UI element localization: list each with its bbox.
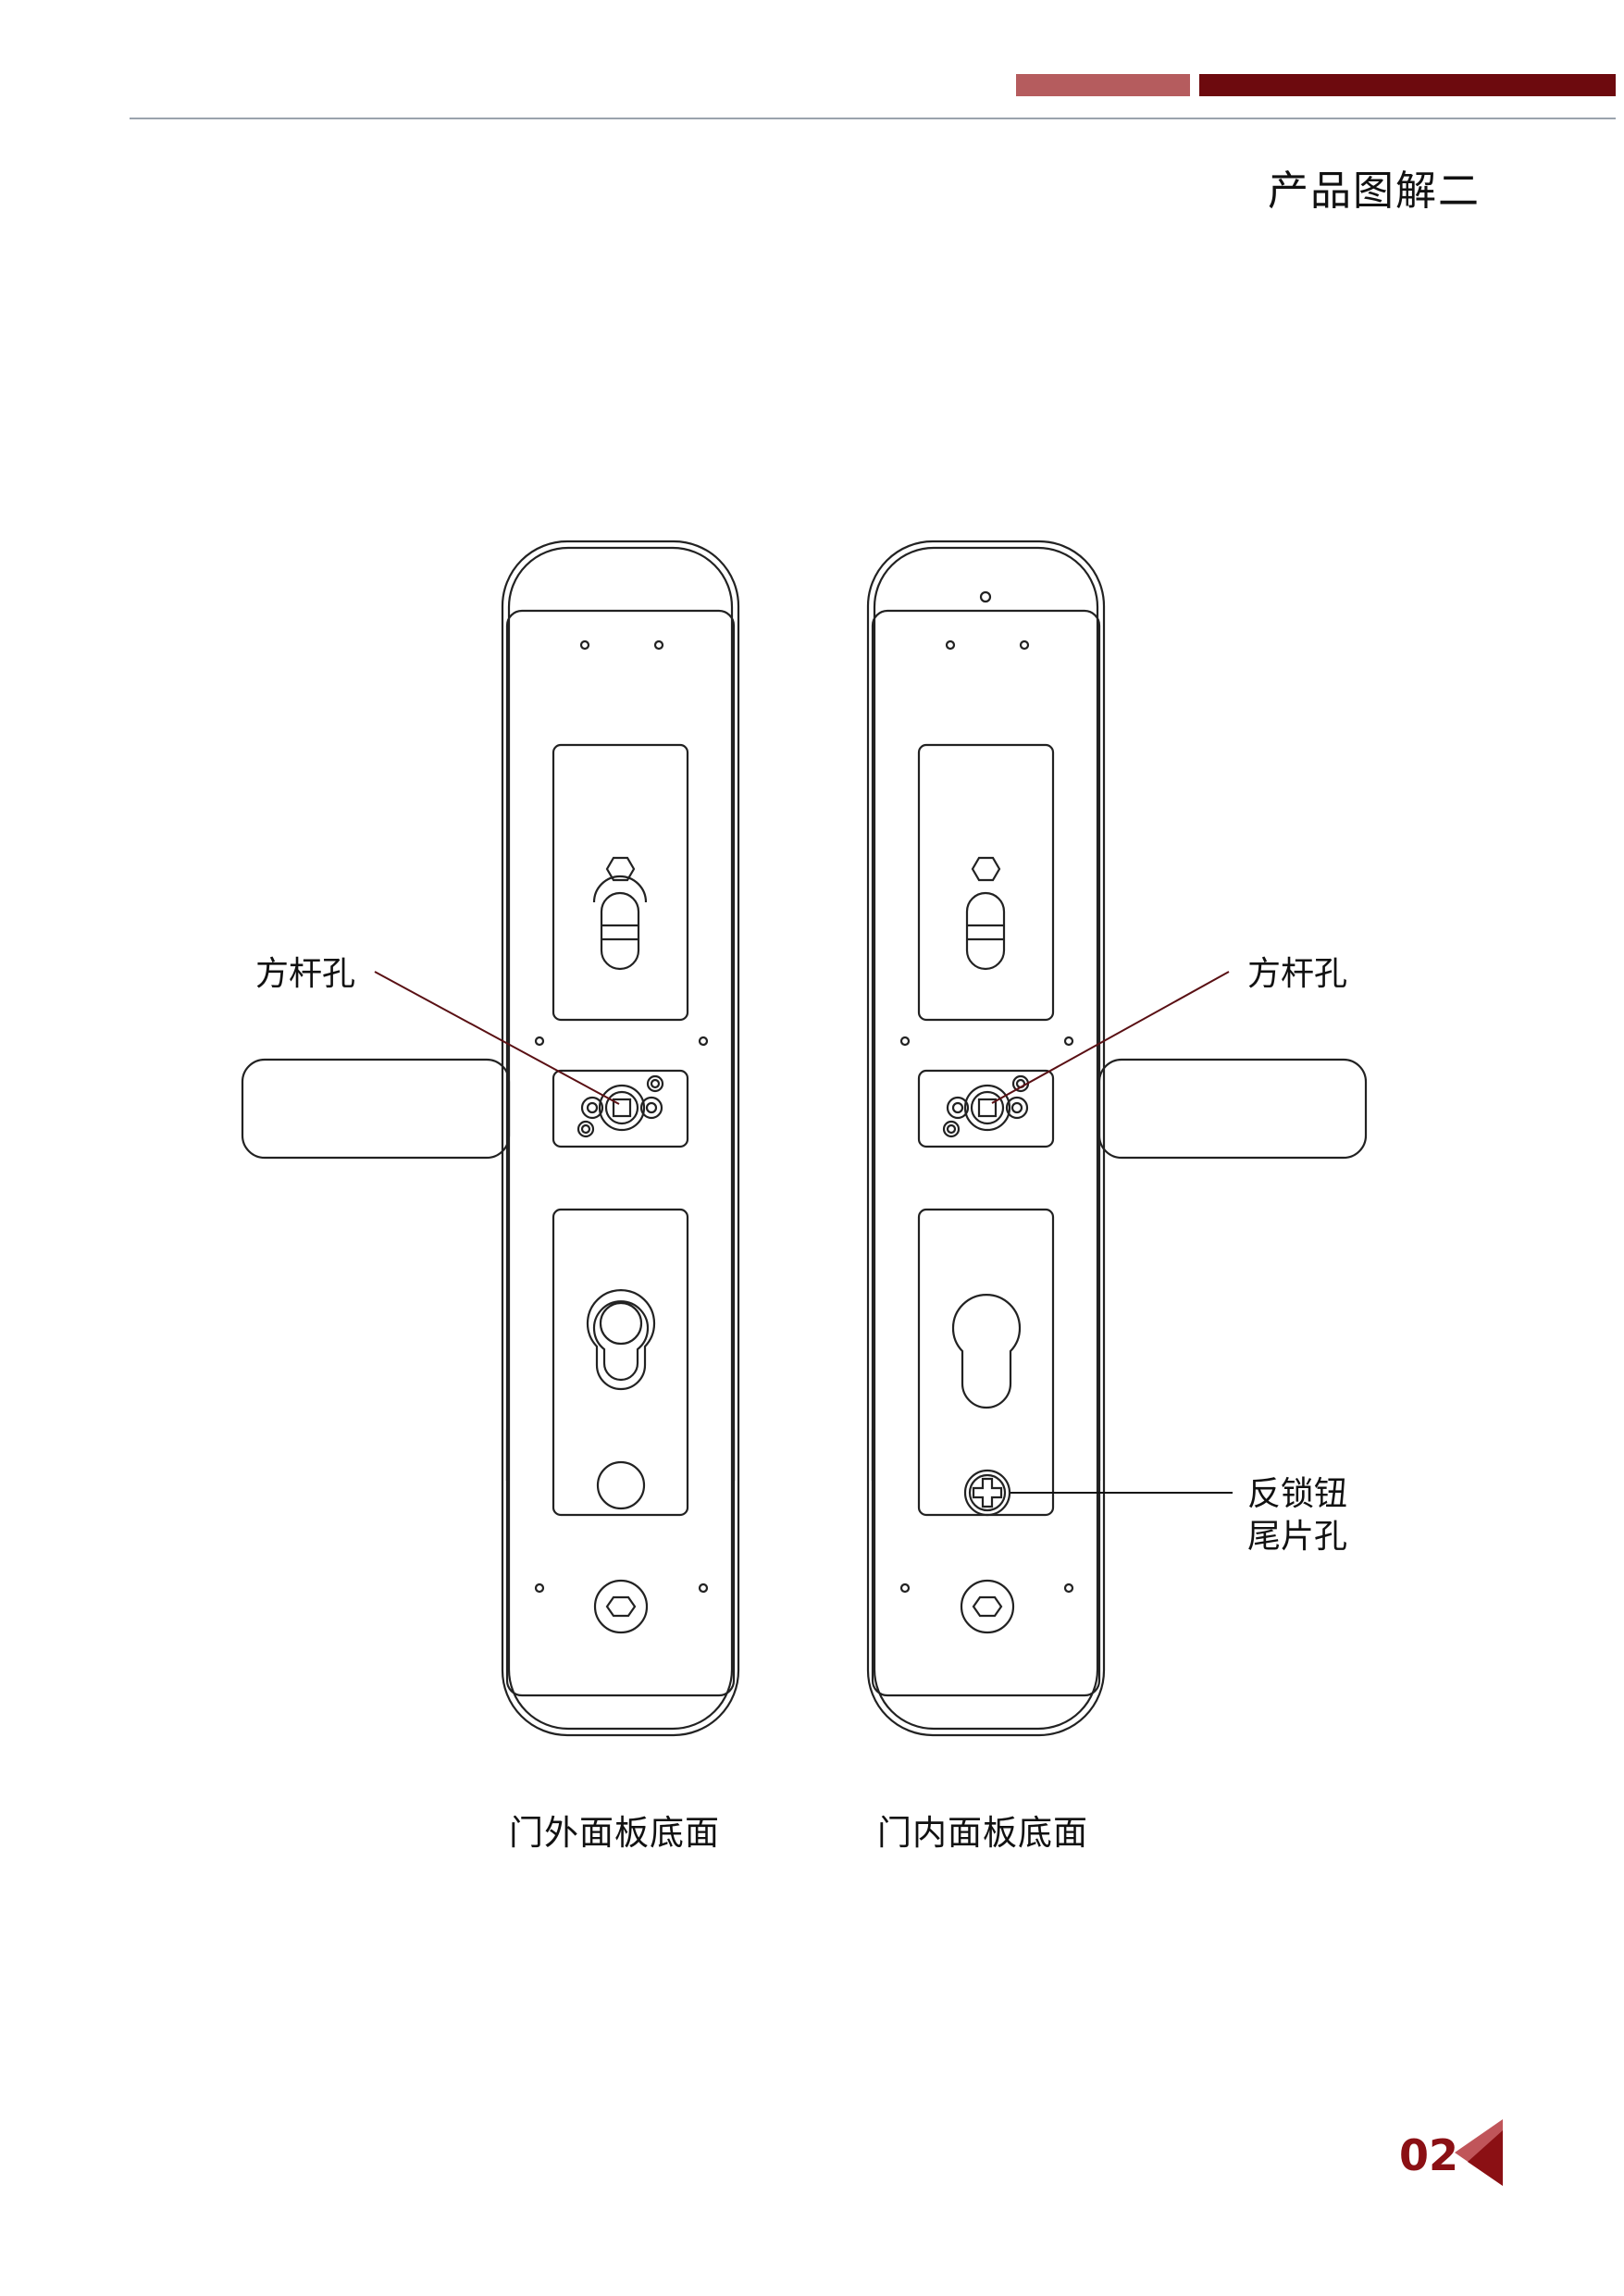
header-accent-bar-light bbox=[1016, 74, 1190, 96]
leader-line-square-hole-right bbox=[991, 971, 1230, 1104]
outer-panel-frame bbox=[501, 540, 740, 1737]
header-rule bbox=[130, 118, 1616, 119]
caption-inner-panel: 门内面板底面 bbox=[877, 1813, 1088, 1853]
page-number: 02 bbox=[1399, 2130, 1459, 2180]
outer-slot bbox=[600, 891, 640, 971]
inner-spindle-window bbox=[917, 1069, 1055, 1148]
inner-panel-frame bbox=[866, 540, 1106, 1737]
inner-cylinder-cutout bbox=[951, 1294, 1022, 1409]
inner-panel-back-plate bbox=[871, 609, 1101, 1697]
callout-leader-lines bbox=[374, 971, 1233, 1494]
outer-upper-window bbox=[552, 743, 689, 1022]
outer-hex-screw bbox=[605, 856, 636, 882]
inner-hex-screw bbox=[971, 856, 1001, 882]
label-square-hole-left: 方杆孔 bbox=[255, 955, 356, 993]
header-accent-bar-dark bbox=[1199, 74, 1616, 96]
outer-bottom-screw bbox=[593, 1579, 649, 1634]
outer-panel-back-plate bbox=[505, 609, 736, 1697]
outer-cylinder-cutout bbox=[586, 1289, 656, 1391]
label-anti-lock-line2: 尾片孔 bbox=[1247, 1518, 1348, 1556]
outer-lever-handle bbox=[241, 1058, 511, 1160]
inner-bottom-screw bbox=[960, 1579, 1015, 1634]
inner-lever-handle bbox=[1097, 1058, 1368, 1160]
page-title: 产品图解二 bbox=[1268, 168, 1481, 215]
leader-line-square-hole-left bbox=[374, 971, 620, 1105]
inner-slot bbox=[965, 891, 1006, 971]
label-anti-lock-tail-hole: 反锁钮 尾片孔 bbox=[1247, 1473, 1347, 1558]
inner-upper-window bbox=[917, 743, 1055, 1022]
outer-round-knob bbox=[596, 1460, 646, 1510]
outer-panel-drawing bbox=[241, 540, 740, 1737]
inner-square-spindle-hole bbox=[963, 1084, 1011, 1132]
label-anti-lock-line1: 反锁钮 bbox=[1247, 1475, 1348, 1513]
page-corner-arrow-icon bbox=[1455, 2119, 1503, 2186]
caption-outer-panel: 门外面板底面 bbox=[509, 1813, 720, 1853]
inner-anti-lock-tail-hole bbox=[963, 1469, 1011, 1517]
outer-cylinder-window bbox=[552, 1208, 689, 1517]
outer-square-spindle-hole bbox=[598, 1084, 646, 1132]
inner-cylinder-window bbox=[917, 1208, 1055, 1517]
outer-spindle-window bbox=[552, 1069, 689, 1148]
label-square-hole-right: 方杆孔 bbox=[1247, 955, 1348, 993]
inner-panel-drawing bbox=[866, 540, 1368, 1737]
